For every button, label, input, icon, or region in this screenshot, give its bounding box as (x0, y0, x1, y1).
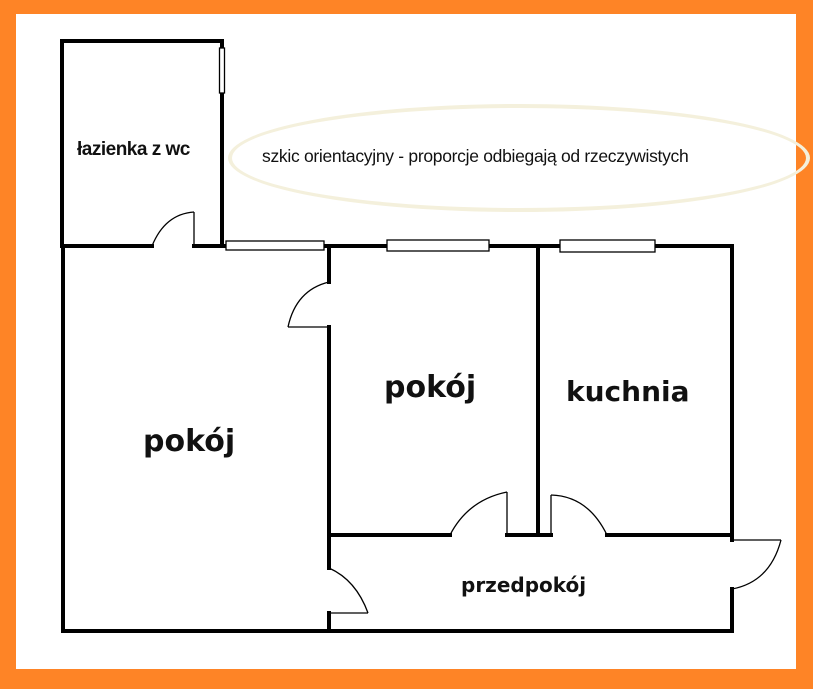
room-label-bathroom: łazienka z wc (77, 139, 190, 160)
left-room-door (287, 281, 330, 328)
window-3 (559, 239, 656, 253)
room-label-kitchen: kuchnia (566, 375, 690, 408)
entrance-door (731, 539, 782, 590)
window-1 (225, 240, 325, 251)
room-label-left-room: pokój (143, 424, 236, 459)
bathroom-door (151, 211, 195, 247)
room-label-middle-room: pokój (384, 370, 477, 405)
note-text: szkic orientacyjny - proporcje odbiegają… (262, 146, 689, 166)
room-label-hallway: przedpokój (461, 573, 587, 597)
bathroom-window (218, 47, 226, 94)
room-door (449, 491, 508, 536)
hallway-right-wall (327, 587, 734, 633)
note-ellipse (228, 104, 810, 212)
bathroom-walls (60, 39, 224, 248)
left-room-walls (61, 244, 331, 633)
hall-left-door (328, 567, 369, 614)
window-2 (386, 239, 490, 252)
kitchen-door (550, 494, 608, 536)
